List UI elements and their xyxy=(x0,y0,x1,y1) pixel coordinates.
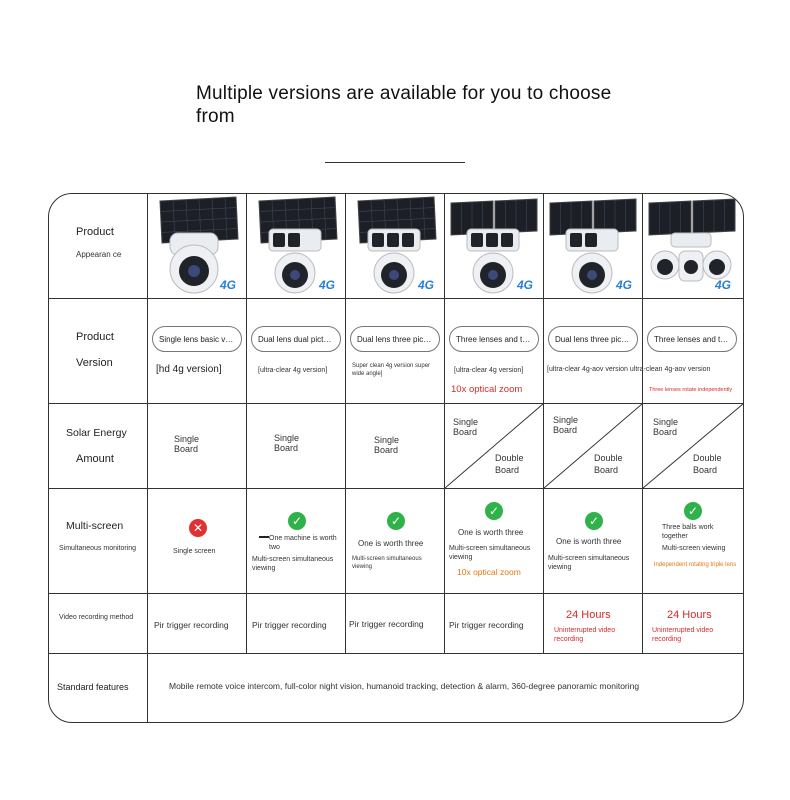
multi-main: One is worth three xyxy=(358,539,424,548)
diagonal-divider xyxy=(643,404,743,488)
video-sub: Uninterrupted video recording xyxy=(652,627,714,643)
camera-product-image xyxy=(258,196,338,294)
solar-single: Single Board xyxy=(374,435,400,455)
row-label-appearance: Appearan ce xyxy=(76,250,122,259)
solar-single: Single Board xyxy=(174,434,200,454)
multi-main: Three balls work together xyxy=(662,524,714,540)
row-divider xyxy=(49,593,743,594)
cross-icon: ✕ xyxy=(189,519,207,537)
row-label-multiscreen: Multi-screen xyxy=(66,520,124,532)
row-label-video: Video recording method xyxy=(59,614,134,621)
check-icon: ✓ xyxy=(485,502,503,520)
version-pill: Three lenses and three picture xyxy=(647,326,737,352)
badge-4g: 4G xyxy=(220,278,237,292)
row-label-product: Product xyxy=(76,226,114,238)
row-label-product: Product xyxy=(76,331,114,343)
multi-extra: 10x optical zoom xyxy=(457,567,521,577)
multi-sub: Multi-screen simultaneous viewing xyxy=(548,555,630,571)
check-icon: ✓ xyxy=(684,502,702,520)
title-underline xyxy=(325,162,465,163)
badge-4g: 4G xyxy=(418,278,435,292)
multi-sub: Multi-screen simultaneous viewing xyxy=(252,556,334,572)
version-pill: Dual lens three picture xyxy=(350,326,440,352)
multi-sub: Multi-screen simultaneous viewing xyxy=(352,556,422,570)
diagonal-divider xyxy=(445,404,543,488)
badge-4g: 4G xyxy=(319,278,336,292)
video-main: 24 Hours xyxy=(667,609,712,621)
check-icon: ✓ xyxy=(387,512,405,530)
solar-single: Single Board xyxy=(553,415,579,435)
row-divider xyxy=(49,488,743,489)
row-label-version: Version xyxy=(76,357,113,369)
camera-product-image xyxy=(159,196,239,294)
multi-sub: Multi-screen simultaneous viewing xyxy=(449,545,531,561)
video-main: Pir trigger recording xyxy=(252,620,327,630)
check-icon: ✓ xyxy=(585,512,603,530)
col-divider xyxy=(345,194,346,653)
solar-single: Single Board xyxy=(453,417,479,437)
multi-extra: Independent rotating triple lens xyxy=(653,562,737,568)
version-pill: Single lens basic version xyxy=(152,326,242,352)
row-label-solar: Solar Energy xyxy=(66,427,127,439)
solar-double: Double Board xyxy=(693,453,722,475)
row-divider xyxy=(49,298,743,299)
version-note: [ultra-clear 4g version] xyxy=(258,367,328,374)
comparison-table: Product Appearan ce Product Version Sola… xyxy=(48,193,744,723)
version-pill: Three lenses and three picture xyxy=(449,326,539,352)
camera-product-image xyxy=(450,198,538,294)
video-main: Pir trigger recording xyxy=(349,619,424,629)
row-label-standard: Standard features xyxy=(57,682,129,692)
col-divider xyxy=(444,194,445,653)
solar-single: Single Board xyxy=(274,433,300,453)
badge-4g: 4G xyxy=(517,278,534,292)
col-divider xyxy=(543,194,544,653)
version-note: Super clean 4g version super wide angle] xyxy=(352,363,431,377)
version-note: [ultra-clear 4g-aov version ultra-clean … xyxy=(547,366,711,373)
solar-single: Single Board xyxy=(653,417,679,437)
badge-4g: 4G xyxy=(616,278,633,292)
version-pill: Dual lens dual picture xyxy=(251,326,341,352)
diagonal-divider xyxy=(544,404,642,488)
video-sub: Uninterrupted video recording xyxy=(554,627,616,643)
standard-features: Mobile remote voice intercom, full-color… xyxy=(169,681,640,691)
solar-double: Double Board xyxy=(495,453,524,475)
version-extra: Three lenses rotate independently xyxy=(649,387,733,393)
camera-product-image xyxy=(648,198,736,282)
row-label-simultaneous: Simultaneous monitoring xyxy=(59,545,137,552)
multi-main: Single screen xyxy=(173,548,216,555)
multi-main: One is worth three xyxy=(458,528,524,537)
multi-sub: Multi-screen viewing xyxy=(662,545,726,552)
row-label-amount: Amount xyxy=(76,453,114,465)
badge-4g: 4G xyxy=(715,278,732,292)
camera-product-image xyxy=(357,196,437,294)
solar-double: Double Board xyxy=(594,453,623,475)
row-divider xyxy=(49,403,743,404)
version-note: [ultra-clear 4g version] xyxy=(454,367,524,374)
version-pill: Dual lens three picture xyxy=(548,326,638,352)
video-main: Pir trigger recording xyxy=(154,620,229,630)
version-extra: 10x optical zoom xyxy=(451,384,523,395)
page-headline: Multiple versions are available for you … xyxy=(196,83,612,127)
multi-main: One machine is worth two xyxy=(269,535,337,551)
video-main: 24 Hours xyxy=(566,609,611,621)
col-divider xyxy=(147,194,148,722)
row-divider xyxy=(49,653,743,654)
check-icon: ✓ xyxy=(288,512,306,530)
multi-main: One is worth three xyxy=(556,537,622,546)
version-note: [hd 4g version] xyxy=(156,364,222,375)
col-divider xyxy=(642,194,643,653)
camera-product-image xyxy=(549,198,637,294)
video-main: Pir trigger recording xyxy=(449,620,524,630)
col-divider xyxy=(246,194,247,653)
